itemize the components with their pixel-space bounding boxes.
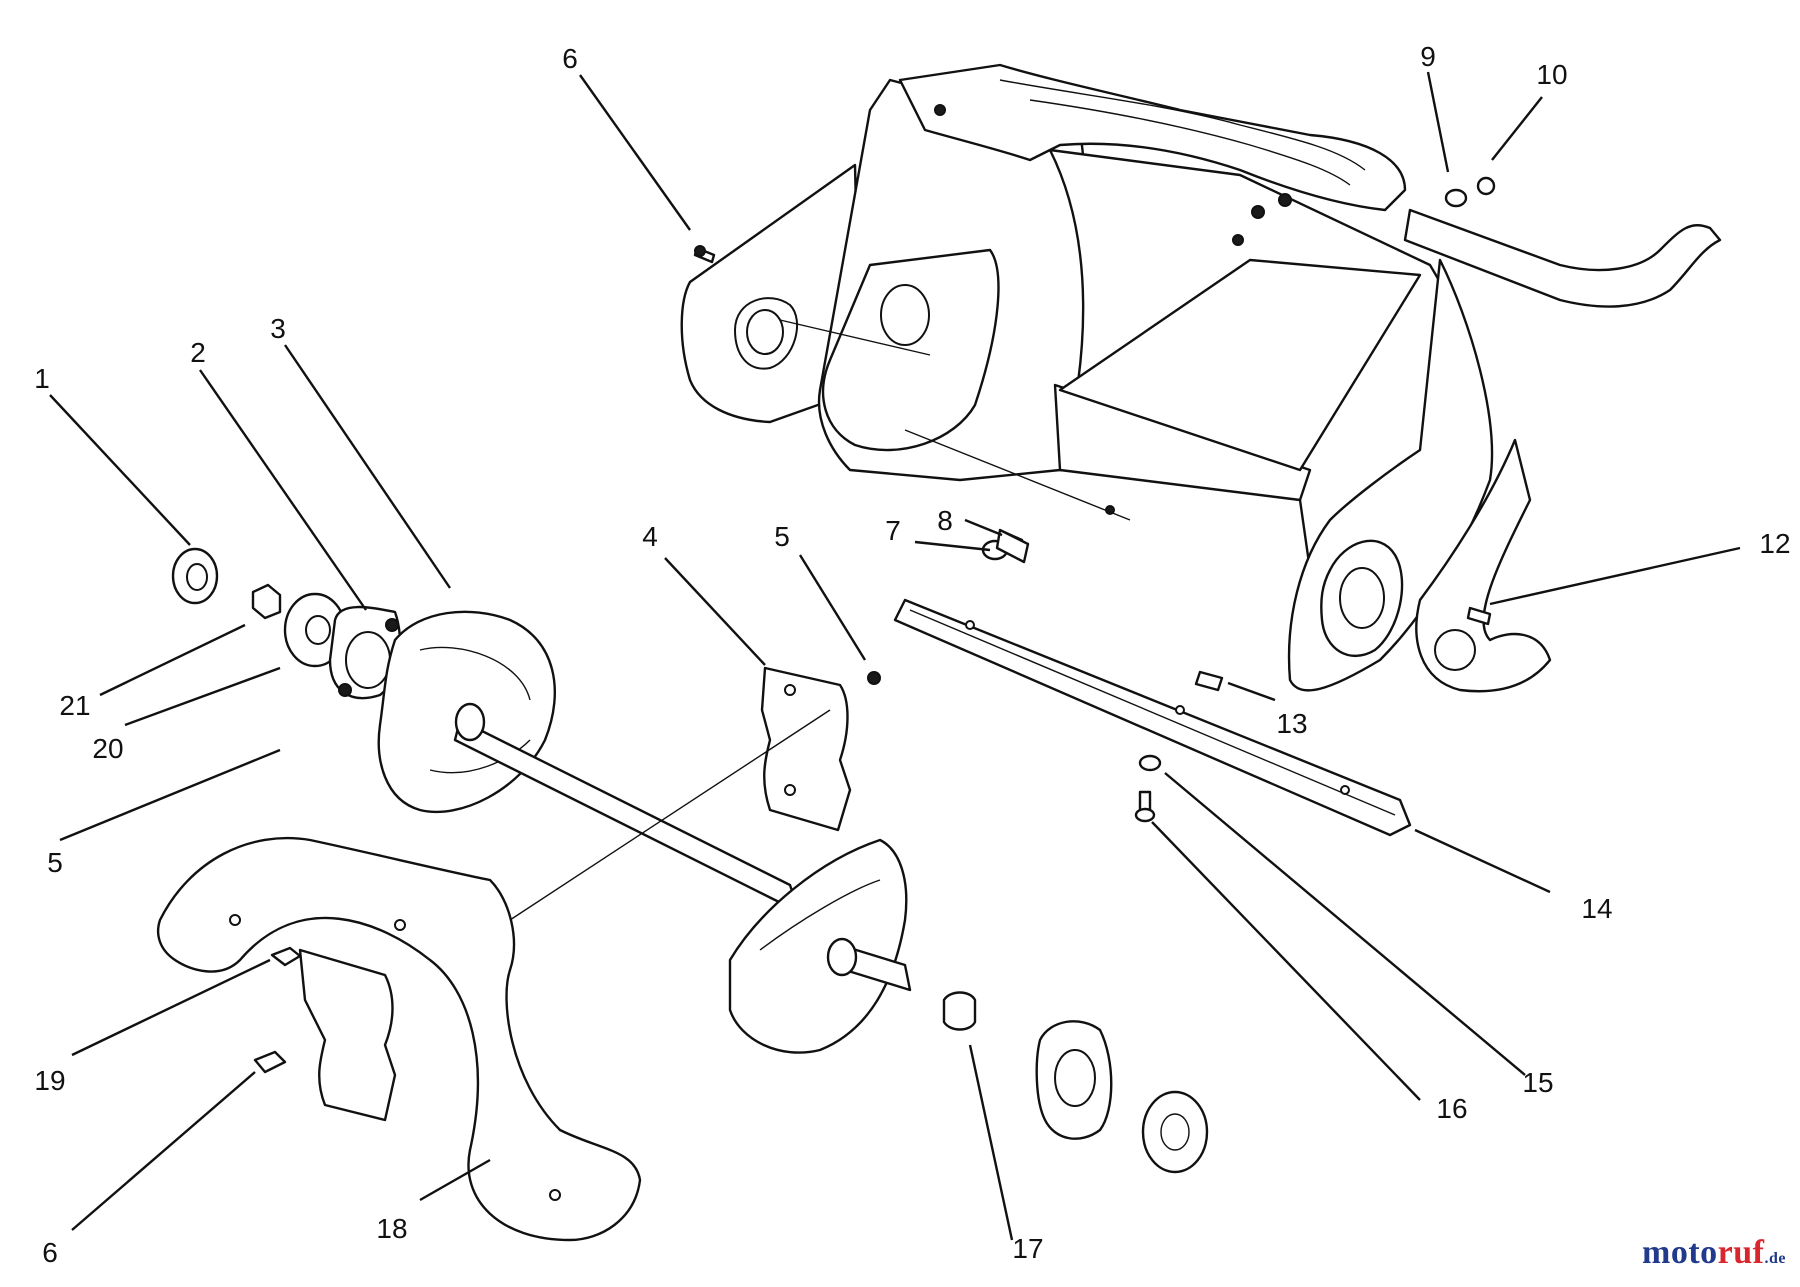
callout-labels: 6 9 10 1 2 3 4 5 7 8 12 13 14 15 16 17 1… <box>34 41 1790 1268</box>
callout-6-top: 6 <box>562 43 578 74</box>
auger-flight <box>156 836 642 1242</box>
callout-20: 20 <box>92 733 123 764</box>
callout-19: 19 <box>34 1065 65 1096</box>
small-hardware-top <box>693 176 1496 823</box>
callout-14: 14 <box>1581 893 1612 924</box>
callout-5-bottom: 5 <box>47 847 63 878</box>
callout-1: 1 <box>34 363 50 394</box>
callout-7: 7 <box>885 515 901 546</box>
watermark-part-1: moto <box>1642 1234 1718 1271</box>
callout-17: 17 <box>1012 1233 1043 1264</box>
callout-4: 4 <box>642 521 658 552</box>
scraper-bar <box>893 598 1412 837</box>
callout-12: 12 <box>1759 528 1790 559</box>
callout-13: 13 <box>1276 708 1307 739</box>
auger-paddle <box>760 666 881 832</box>
watermark-logo: motoruf.de <box>1642 1234 1786 1272</box>
callout-15: 15 <box>1522 1067 1553 1098</box>
callout-8: 8 <box>937 505 953 536</box>
auger-left-assembly <box>171 547 797 907</box>
callout-2: 2 <box>190 337 206 368</box>
callout-10: 10 <box>1536 59 1567 90</box>
callout-3: 3 <box>270 313 286 344</box>
callout-18: 18 <box>376 1213 407 1244</box>
auger-right-half <box>728 838 1209 1174</box>
callout-21: 21 <box>59 690 90 721</box>
callout-16: 16 <box>1436 1093 1467 1124</box>
watermark-part-2: ruf <box>1717 1234 1765 1271</box>
callout-5-top: 5 <box>774 521 790 552</box>
callout-6-bottom: 6 <box>42 1237 58 1268</box>
leader-lines <box>49 71 1741 1241</box>
callout-9: 9 <box>1420 41 1436 72</box>
watermark-part-3: .de <box>1764 1250 1786 1267</box>
auger-housing <box>680 63 1722 693</box>
